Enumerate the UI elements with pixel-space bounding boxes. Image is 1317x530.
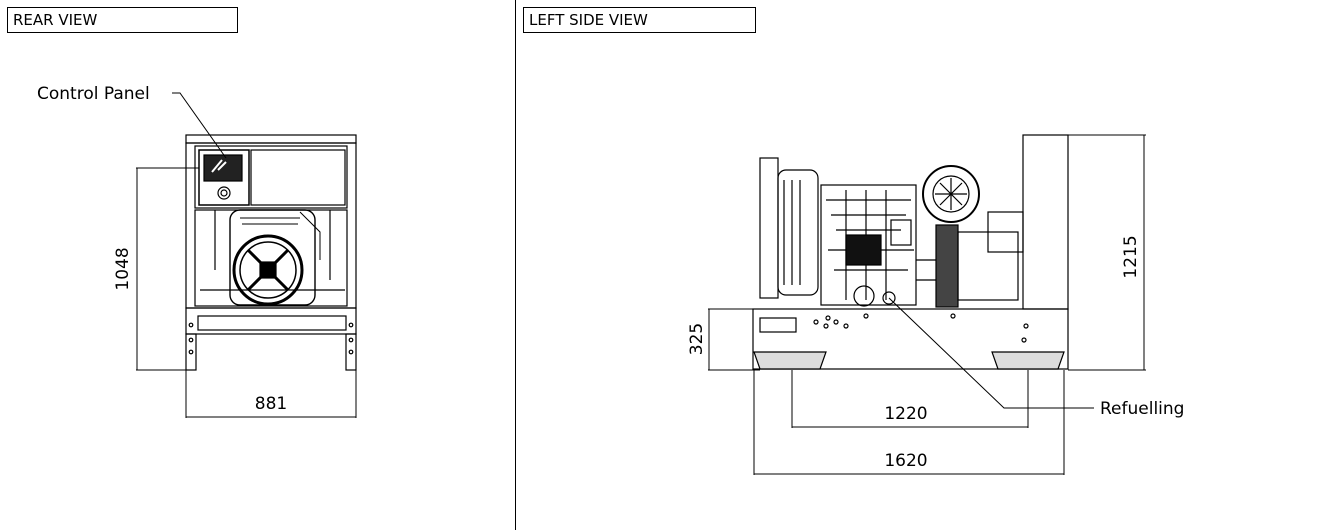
rear-upper-housing [194, 145, 348, 209]
rear-leg-right [345, 333, 357, 371]
side-radiator [759, 157, 779, 299]
side-alternator-core [935, 224, 959, 308]
rear-view-panel: REAR VIEW [0, 0, 515, 530]
rear-leg-left [185, 333, 197, 371]
side-skid-spacing-dimension: 1220 [884, 404, 927, 424]
refuelling-callout: Refuelling [1100, 399, 1184, 419]
left-side-view-panel: LEFT SIDE VIEW [516, 0, 1317, 530]
side-base-plate [759, 317, 797, 333]
rear-view-drawing: Control Panel 1048 881 [37, 84, 357, 418]
side-total-height-dimension: 1215 [1121, 235, 1141, 278]
left-side-view-title: LEFT SIDE VIEW [523, 7, 756, 33]
control-panel-callout: Control Panel [37, 84, 150, 104]
rear-control-panel [198, 149, 250, 206]
refuelling-cap [882, 291, 896, 305]
control-panel-display [203, 154, 243, 182]
side-terminal-box [987, 211, 1024, 253]
rear-view-title: REAR VIEW [7, 7, 238, 33]
side-canopy-wall [1022, 134, 1069, 310]
side-skid-rear [991, 351, 1065, 370]
side-base-frame [752, 308, 1069, 370]
refuelling-leader [888, 297, 1094, 409]
view-divider [515, 0, 516, 530]
rear-fan-guard [232, 234, 304, 306]
side-length-dimension: 1620 [884, 451, 927, 471]
left-side-view-drawing: Refuelling 1215 325 1220 1620 [687, 134, 1184, 475]
control-panel-leader [172, 92, 227, 159]
rear-access-panel [250, 149, 346, 206]
side-base-height-dimension: 325 [687, 323, 707, 355]
rear-canopy-roof [185, 134, 357, 144]
side-skid-front [753, 351, 827, 370]
rear-height-dimension: 1048 [113, 247, 133, 290]
side-oil-filter [853, 285, 875, 307]
rear-base-frame [185, 307, 357, 335]
control-panel-key [217, 186, 231, 200]
side-air-filter [922, 165, 980, 223]
rear-width-dimension: 881 [255, 394, 287, 414]
